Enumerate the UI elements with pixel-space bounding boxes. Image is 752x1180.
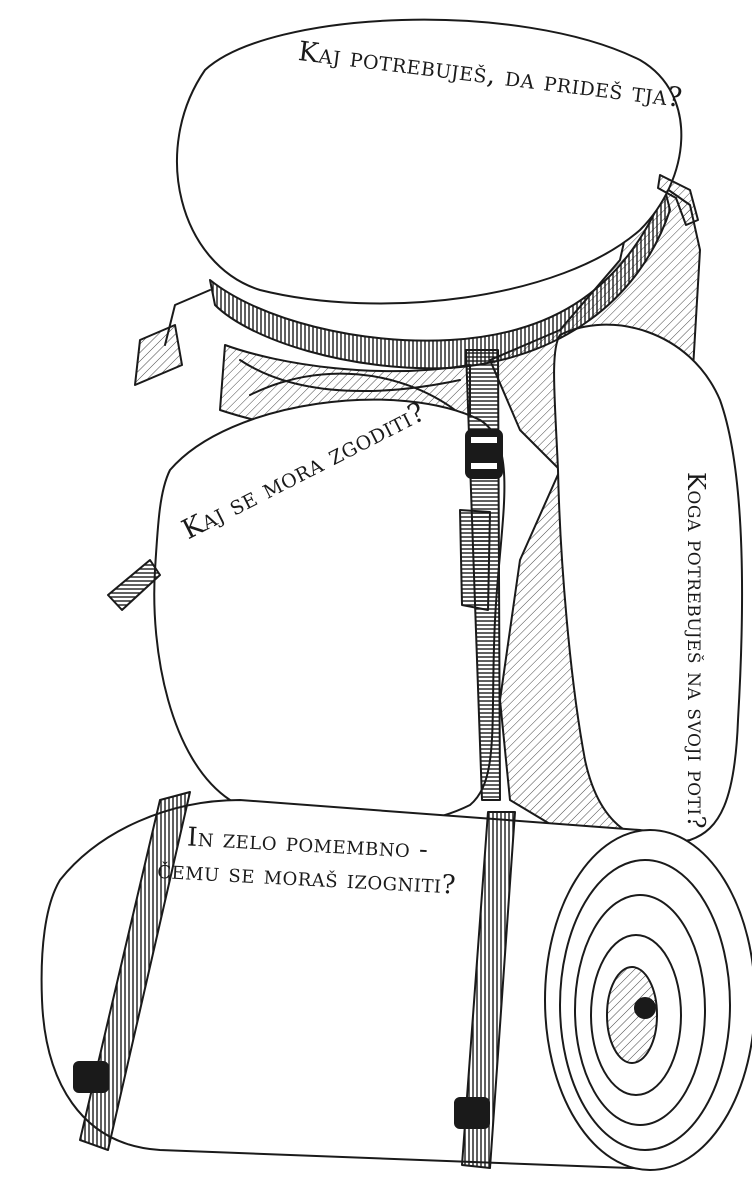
question-side: Koga potrebuješ na svoji poti? [684,472,708,829]
lid-zipper-pull-left [135,290,210,385]
body-strap-left [108,560,160,610]
